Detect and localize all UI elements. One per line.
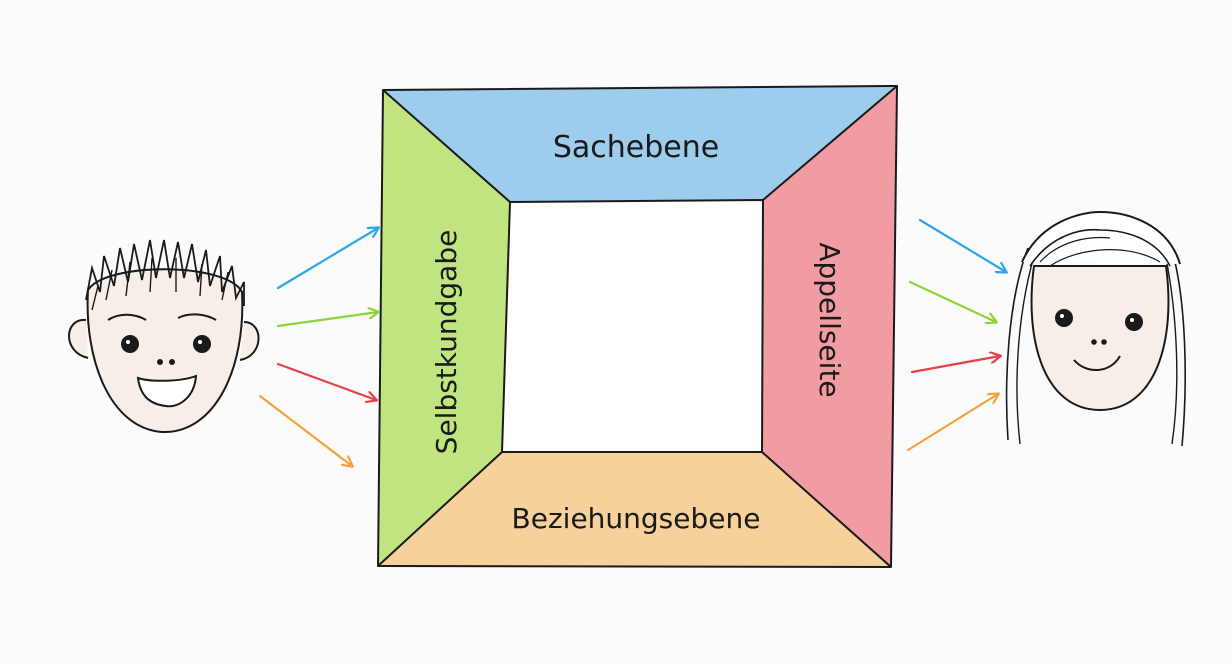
boy-face [69, 240, 259, 432]
label-beziehungsebene: Beziehungsebene [512, 502, 761, 535]
receiver-arrows [908, 220, 1006, 450]
arrow-blue-left [278, 228, 378, 288]
arrow-red-left [278, 364, 376, 400]
arrow-green-right [910, 282, 996, 322]
frame: Sachebene Beziehungsebene Selbstkundgabe… [378, 86, 897, 567]
label-selbstkundgabe: Selbstkundgabe [430, 230, 463, 455]
label-appellseite: Appellseite [813, 242, 846, 397]
arrow-orange-left [260, 396, 352, 466]
arrow-red-right [912, 356, 1000, 372]
arrow-green-left [278, 312, 378, 326]
arrow-orange-right [908, 394, 998, 450]
girl-face [1007, 212, 1186, 446]
label-sachebene: Sachebene [553, 130, 719, 165]
sender-arrows [260, 228, 378, 466]
arrow-blue-right [920, 220, 1006, 272]
